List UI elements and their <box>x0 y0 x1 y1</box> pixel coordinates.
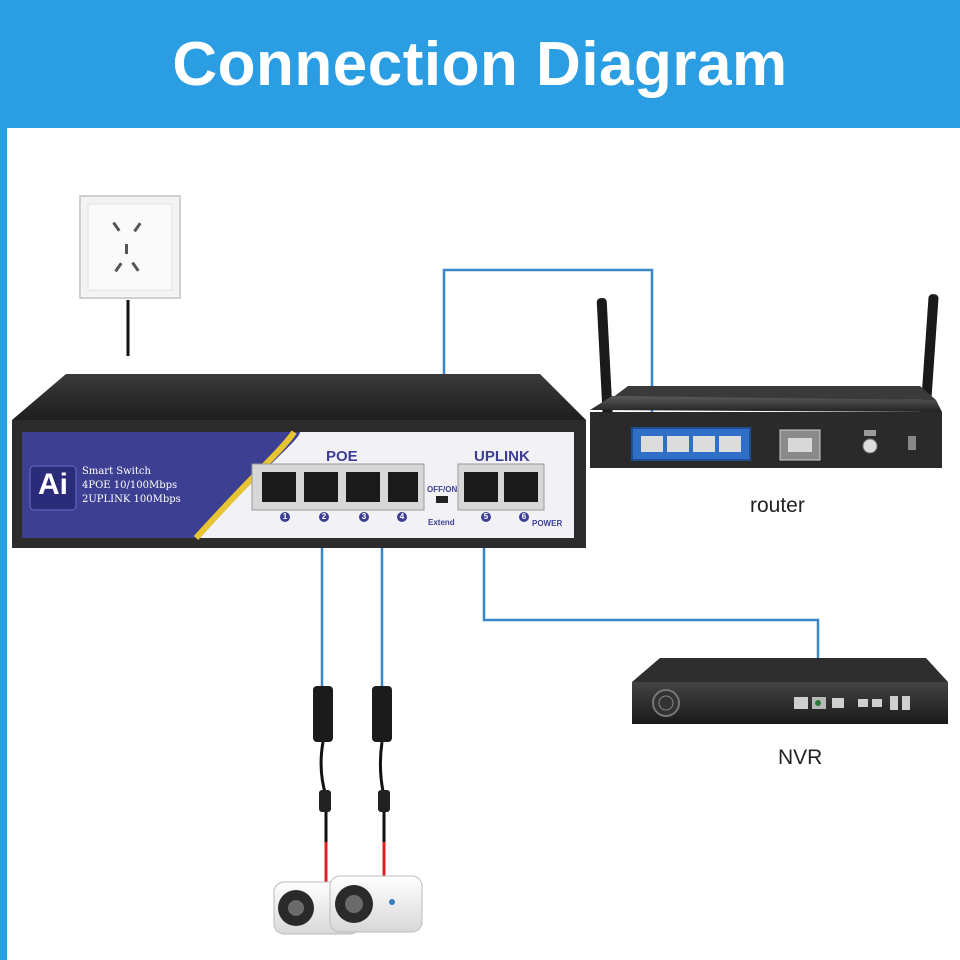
off-on-label: OFF/ON <box>427 485 458 494</box>
port-number-2: 2 <box>321 512 327 521</box>
router <box>590 294 942 468</box>
switch-model-line-2: 4POE 10/100Mbps <box>82 480 178 491</box>
port-number-3: 3 <box>361 512 367 521</box>
switch-model-line-3: 2UPLINK 100Mbps <box>82 494 181 505</box>
network-cables <box>320 268 820 700</box>
switch-logo: Ai <box>38 468 68 501</box>
cable-switch-to-router <box>442 268 654 440</box>
port-number-6: 6 <box>521 512 527 521</box>
router-label: router <box>750 494 805 517</box>
diagram-title: Connection Diagram <box>172 29 788 99</box>
nvr-recorder <box>632 658 948 724</box>
extend-toggle <box>436 496 448 503</box>
nvr-label: NVR <box>778 746 823 769</box>
uplink-ports-label: UPLINK <box>474 448 530 465</box>
port-number-5: 5 <box>483 512 489 521</box>
port-number-1: 1 <box>282 512 288 521</box>
left-accent-bar <box>0 128 7 960</box>
poe-splitter-1 <box>313 686 333 882</box>
port-number-4: 4 <box>399 512 405 521</box>
title-banner: Connection Diagram <box>0 0 960 128</box>
extend-label: Extend <box>428 518 455 527</box>
power-label: POWER <box>532 519 563 528</box>
switch-model-line-1: Smart Switch <box>82 466 151 477</box>
poe-ports-label: POE <box>326 448 358 465</box>
poe-switch <box>12 374 586 548</box>
rj45-ports <box>262 472 538 502</box>
poe-splitter-2 <box>372 686 392 876</box>
ip-camera-2 <box>329 875 423 933</box>
power-outlet <box>79 195 181 299</box>
